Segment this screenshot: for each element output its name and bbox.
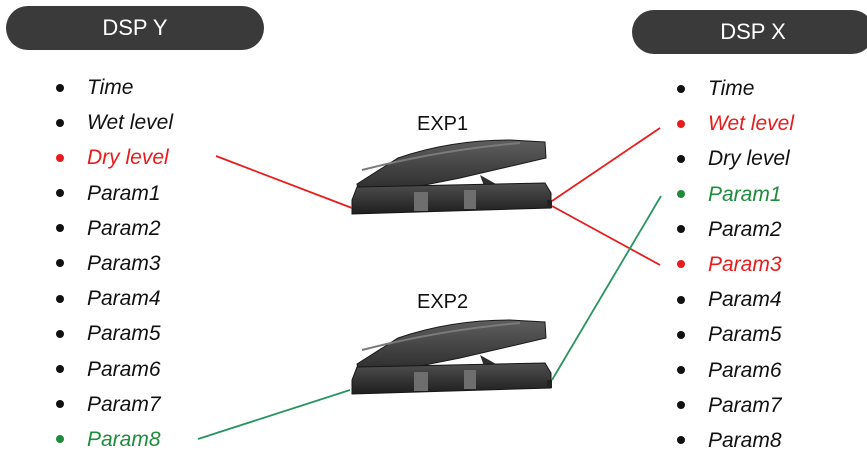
dsp-y-param-item: Time [39, 70, 173, 105]
dsp-x-param-item: Param2 [660, 212, 794, 247]
dsp-x-param-label: Param8 [708, 428, 782, 452]
bullet-icon [677, 295, 685, 304]
bullet-icon [56, 400, 64, 409]
dsp-x-param-label: Time [708, 77, 755, 100]
bullet-icon [677, 119, 685, 128]
bullet-icon [677, 401, 685, 410]
dsp-x-param-item: Time [660, 71, 794, 106]
bullet-icon [56, 259, 64, 268]
bullet-icon [56, 83, 64, 92]
dsp-x-param-item: Param3 [660, 247, 794, 282]
dsp-y-param-label: Param4 [87, 287, 161, 311]
bullet-icon [677, 436, 685, 445]
dsp-x-param-label: Param1 [708, 182, 782, 206]
dsp-x-param-item: Dry level [660, 141, 794, 176]
dsp-y-param-item: Param8 [39, 422, 173, 457]
dsp-x-param-label: Param3 [708, 252, 782, 276]
dsp-x-param-label: Wet level [708, 112, 794, 136]
bullet-icon [56, 189, 64, 198]
dsp-x-param-item: Param6 [660, 353, 794, 388]
exp1-pedal-icon [351, 139, 552, 215]
dsp-x-param-item: Param1 [660, 177, 794, 212]
bullet-icon [677, 225, 685, 234]
bullet-icon [56, 329, 64, 338]
dsp-y-param-item: Dry level [39, 140, 173, 175]
bullet-icon [56, 294, 64, 303]
dsp-y-param-label: Param3 [87, 251, 161, 275]
dsp-y-param-label: Wet level [87, 111, 173, 135]
bullet-icon [677, 84, 685, 93]
dsp-y-param-label: Time [87, 76, 134, 99]
bullet-icon [677, 330, 685, 339]
dsp-x-param-label: Param4 [708, 288, 782, 312]
dsp-y-param-item: Param4 [39, 281, 173, 316]
dsp-y-param-label: Param2 [87, 216, 161, 240]
dsp-x-param-item: Param4 [660, 282, 794, 317]
dsp-x-param-label: Param2 [708, 217, 782, 241]
dsp-x-param-item: Param8 [660, 423, 794, 458]
dsp-x-param-label: Param5 [708, 323, 782, 347]
dsp-y-header: DSP Y [6, 6, 264, 50]
dsp-y-param-label: Param7 [87, 392, 161, 416]
dsp-y-param-label: Param1 [87, 181, 161, 205]
dsp-y-param-label: Param8 [87, 427, 161, 451]
exp2-label: EXP2 [417, 291, 469, 313]
dsp-x-param-label: Param7 [708, 393, 782, 417]
dsp-y-param-label: Param6 [87, 357, 161, 381]
dsp-y-param-item: Wet level [39, 105, 173, 140]
dsp-x-header: DSP X [632, 10, 867, 54]
exp1-to-y-dry-level-line [215, 155, 353, 209]
bullet-icon [56, 224, 64, 233]
dsp-x-param-label: Param6 [708, 358, 782, 382]
exp2-pedal-icon [351, 319, 552, 395]
dsp-y-param-item: Param7 [39, 387, 173, 422]
bullet-icon [677, 366, 685, 374]
exp1-to-x-param3-line [551, 205, 661, 266]
dsp-x-param-item: Param5 [660, 317, 794, 352]
dsp-y-param-item: Param1 [39, 176, 173, 211]
bullet-icon [56, 365, 64, 373]
exp1-to-x-wet-level-line [551, 127, 661, 202]
dsp-x-param-item: Param7 [660, 388, 794, 423]
dsp-y-param-item: Param2 [39, 211, 173, 246]
exp1-label: EXP1 [417, 113, 469, 135]
bullet-icon [677, 154, 685, 163]
bullet-icon [56, 153, 64, 162]
bullet-icon [677, 260, 685, 269]
dsp-y-param-item: Param6 [39, 352, 173, 387]
dsp-y-param-label: Dry level [87, 146, 169, 170]
exp2-to-x-param1-line [551, 195, 662, 381]
bullet-icon [56, 118, 64, 127]
dsp-x-param-label: Dry level [708, 147, 790, 171]
exp2-to-y-param8-line [197, 389, 351, 440]
bullet-icon [677, 190, 685, 199]
dsp-y-param-item: Param3 [39, 246, 173, 281]
dsp-y-param-label: Param5 [87, 322, 161, 346]
dsp-y-param-item: Param5 [39, 316, 173, 351]
dsp-x-param-item: Wet level [660, 106, 794, 141]
bullet-icon [56, 435, 64, 444]
